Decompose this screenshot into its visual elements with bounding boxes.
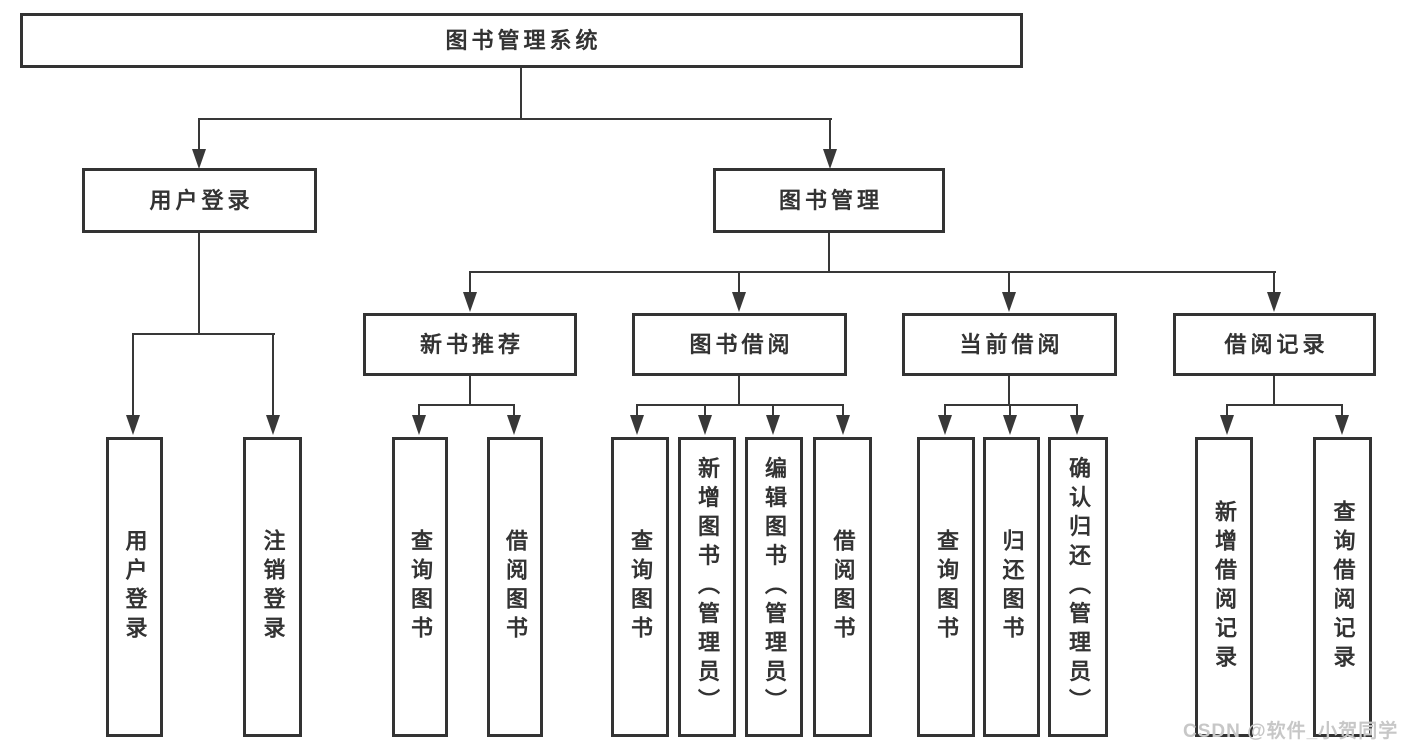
csdn-watermark: CSDN @软件_小贺同学	[1183, 721, 1399, 742]
connector-line	[1226, 404, 1343, 406]
arrowhead-down-icon	[823, 149, 837, 169]
leaf-add-books-admin: 新增图书（管理员）	[678, 437, 736, 737]
node-label: 新书推荐	[419, 331, 524, 357]
leaf-borrow-query-books: 查询图书	[611, 437, 669, 737]
node-label: 编辑图书（管理员）	[762, 456, 787, 718]
connector-line	[469, 271, 471, 293]
arrowhead-down-icon	[507, 415, 521, 435]
node-label: 图书管理系统	[445, 27, 602, 53]
arrowhead-down-icon	[630, 415, 644, 435]
connector-line	[1008, 375, 1010, 406]
leaf-current-query-books: 查询图书	[917, 437, 975, 737]
arrowhead-down-icon	[1003, 415, 1017, 435]
arrowhead-down-icon	[836, 415, 850, 435]
leaf-edit-books-admin: 编辑图书（管理员）	[745, 437, 803, 737]
node-new-book-recommend: 新书推荐	[363, 313, 577, 376]
connector-line	[944, 404, 1078, 406]
connector-line	[1273, 271, 1275, 293]
connector-line	[520, 67, 522, 119]
connector-line	[704, 404, 706, 417]
node-current-borrow: 当前借阅	[902, 313, 1117, 376]
node-label: 借阅图书	[830, 529, 856, 645]
connector-line	[198, 118, 832, 120]
connector-line	[272, 333, 274, 416]
connector-line	[1008, 271, 1010, 293]
node-label: 用户登录	[149, 187, 254, 213]
connector-line	[132, 333, 275, 335]
node-label: 注销登录	[260, 529, 286, 645]
connector-line	[829, 118, 831, 151]
connector-line	[636, 404, 844, 406]
arrowhead-down-icon	[192, 149, 206, 169]
connector-line	[636, 404, 638, 417]
connector-line	[944, 404, 946, 417]
node-borrow-records: 借阅记录	[1173, 313, 1376, 376]
connector-line	[469, 375, 471, 406]
node-label: 图书借阅	[689, 331, 794, 357]
node-label: 查询图书	[934, 529, 959, 645]
arrowhead-down-icon	[1335, 415, 1349, 435]
arrowhead-down-icon	[1002, 292, 1016, 312]
node-library-management-system: 图书管理系统	[20, 13, 1023, 68]
node-book-borrow: 图书借阅	[632, 313, 847, 376]
node-label: 确认归还（管理员）	[1066, 456, 1091, 718]
node-user-login: 用户登录	[82, 168, 317, 233]
node-label: 查询图书	[628, 529, 653, 645]
node-label: 用户登录	[122, 529, 148, 645]
arrowhead-down-icon	[766, 415, 780, 435]
arrowhead-down-icon	[1267, 292, 1281, 312]
arrowhead-down-icon	[266, 415, 280, 435]
node-label: 新增借阅记录	[1212, 500, 1237, 674]
arrowhead-down-icon	[1070, 415, 1084, 435]
arrowhead-down-icon	[1220, 415, 1234, 435]
connector-line	[738, 375, 740, 406]
leaf-add-borrow-record: 新增借阅记录	[1195, 437, 1253, 737]
connector-line	[1226, 404, 1228, 417]
node-label: 借阅图书	[503, 529, 528, 645]
connector-line	[469, 271, 1276, 273]
leaf-recommend-borrow-books: 借阅图书	[487, 437, 543, 737]
connector-line	[1076, 404, 1078, 417]
connector-line	[198, 232, 200, 335]
arrowhead-down-icon	[126, 415, 140, 435]
arrowhead-down-icon	[412, 415, 426, 435]
arrowhead-down-icon	[938, 415, 952, 435]
arrowhead-down-icon	[698, 415, 712, 435]
node-label: 归还图书	[999, 529, 1025, 645]
node-label: 查询图书	[408, 529, 433, 645]
connector-line	[418, 404, 420, 417]
connector-line	[1009, 404, 1011, 417]
arrowhead-down-icon	[732, 292, 746, 312]
node-book-management: 图书管理	[713, 168, 945, 233]
connector-line	[842, 404, 844, 417]
connector-line	[772, 404, 774, 417]
connector-line	[738, 271, 740, 293]
leaf-borrow-borrow-books: 借阅图书	[813, 437, 872, 737]
connector-line	[1341, 404, 1343, 417]
leaf-user-login: 用户登录	[106, 437, 163, 737]
node-label: 图书管理	[778, 187, 883, 213]
connector-line	[132, 333, 134, 416]
leaf-recommend-query-books: 查询图书	[392, 437, 448, 737]
leaf-return-books: 归还图书	[983, 437, 1040, 737]
node-label: 借阅记录	[1224, 331, 1329, 357]
node-label: 查询借阅记录	[1330, 500, 1356, 674]
connector-line	[418, 404, 515, 406]
arrowhead-down-icon	[463, 292, 477, 312]
connector-line	[1273, 375, 1275, 406]
leaf-confirm-return-admin: 确认归还（管理员）	[1048, 437, 1108, 737]
connector-line	[198, 118, 200, 151]
node-label: 当前借阅	[959, 331, 1064, 357]
connector-line	[828, 232, 830, 273]
connector-line	[513, 404, 515, 417]
node-label: 新增图书（管理员）	[695, 456, 720, 718]
leaf-logout: 注销登录	[243, 437, 302, 737]
leaf-query-borrow-record: 查询借阅记录	[1313, 437, 1372, 737]
